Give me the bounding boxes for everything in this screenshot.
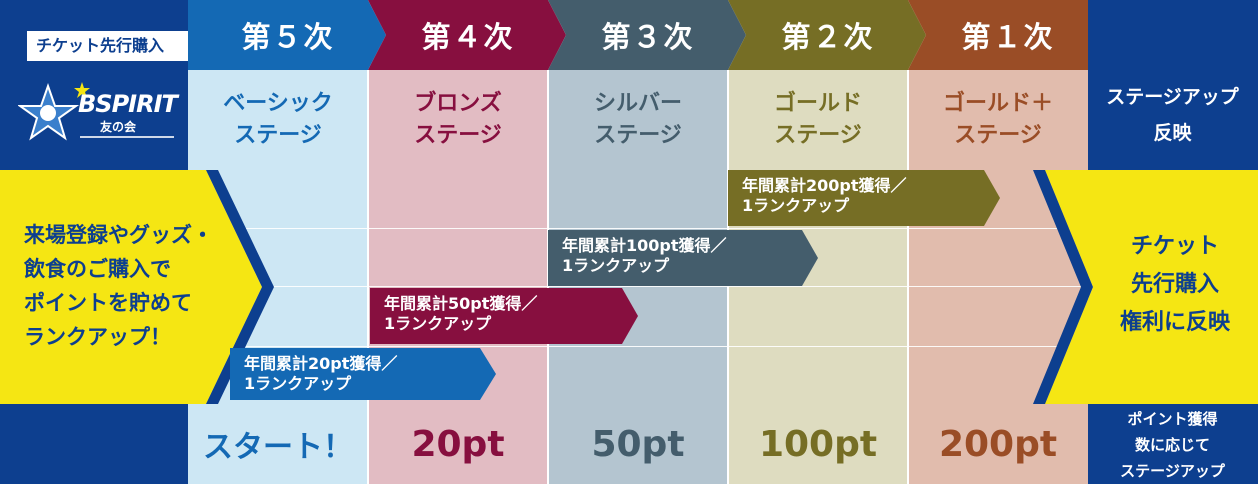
tier-stage-2: ゴールドステージ: [728, 70, 908, 170]
right-message: チケット 先行購入 権利に反映: [1100, 228, 1250, 342]
logo-sub-text: 友の会: [100, 120, 137, 134]
right-footer-text: ポイント獲得 数に応じて ステージアップ: [1087, 404, 1258, 484]
tier-stage-line2: ステージ: [234, 123, 322, 148]
tier-stage-line1: ゴールド＋: [942, 91, 1053, 116]
tier-separator: [367, 70, 369, 484]
progress-arrow-label-4: 年間累計200pt獲得／ 1ランクアップ: [742, 176, 907, 215]
right-header-line1: ステージアップ: [1106, 86, 1239, 108]
tier-header-bg-4: [368, 0, 566, 70]
left-footer-panel: [0, 404, 188, 484]
tier-rank-4: 第４次: [421, 20, 515, 54]
tier-header-bg-2: [728, 0, 926, 70]
tier-stage-line1: ブロンズ: [414, 91, 502, 116]
right-footer-line1: ポイント獲得: [1127, 410, 1218, 428]
progress-arrow-4: [728, 170, 1000, 226]
tier-stage-line2: ステージ: [414, 123, 502, 148]
tier-rank-3: 第３次: [601, 20, 695, 54]
tier-stage-3: シルバーステージ: [548, 70, 728, 170]
progress-arrow-label-1: 年間累計20pt獲得／ 1ランクアップ: [244, 354, 398, 393]
star-icon: [18, 82, 90, 141]
bspirit-logo: BSPIRIT 友の会: [18, 80, 178, 150]
right-footer-line2: 数に応じて: [1134, 436, 1210, 454]
right-footer-line3: ステージアップ: [1120, 462, 1225, 480]
tier-header-bg-3: [548, 0, 746, 70]
tier-header-bg-5: [188, 0, 386, 70]
progress-arrow-3: [548, 230, 818, 286]
right-header-line2: 反映: [1153, 122, 1192, 144]
tier-bottom-5: スタート！: [188, 404, 368, 484]
left-message-line4: ランクアップ！: [24, 325, 171, 349]
right-footer-panel: [1087, 404, 1258, 484]
right-message-line1: チケット: [1130, 234, 1219, 259]
right-header-panel: [1087, 0, 1258, 170]
ticket-label-text: チケット先行購入: [36, 36, 165, 55]
grid-line: [188, 346, 1088, 347]
tier-rank-1: 第１次: [961, 20, 1055, 54]
tier-separator: [907, 70, 909, 484]
tier-bottom-4: 20pt: [368, 404, 548, 484]
right-header-text: ステージアップ 反映: [1087, 75, 1258, 155]
yellow-band: [0, 170, 1258, 404]
tier-rank-2: 第２次: [781, 20, 875, 54]
left-message-line3: ポイントを貯めて: [24, 291, 192, 315]
ticket-label-box: チケット先行購入: [26, 30, 206, 62]
progress-arrow-2: [370, 288, 638, 344]
right-message-line2: 先行購入: [1130, 272, 1219, 297]
tier-stage-line2: ステージ: [954, 123, 1042, 148]
progress-arrow-1: [230, 348, 496, 400]
grid-line: [188, 228, 1088, 229]
left-message-line1: 来場登録やグッズ・: [24, 223, 213, 247]
left-message-line2: 飲食のご購入で: [24, 257, 171, 281]
tier-bottom-1: 200pt: [908, 404, 1088, 484]
tier-stage-5: ベーシックステージ: [188, 70, 368, 170]
logo-underline: [80, 136, 174, 138]
tier-header-bg-1: [908, 0, 1088, 70]
right-message-line3: 権利に反映: [1119, 310, 1230, 335]
tier-stage-line1: ゴールド: [773, 91, 862, 116]
left-message: 来場登録やグッズ・ 飲食のご購入で ポイントを貯めて ランクアップ！: [24, 218, 254, 354]
tier-rank-5: 第５次: [241, 20, 335, 54]
left-header-panel: [0, 0, 188, 170]
logo-brand-text: BSPIRIT: [78, 90, 178, 118]
progress-arrow-label-3: 年間累計100pt獲得／ 1ランクアップ: [562, 236, 727, 275]
grid-line: [188, 286, 1088, 287]
tier-bottom-2: 100pt: [728, 404, 908, 484]
tier-stage-line2: ステージ: [774, 123, 862, 148]
tier-stage-4: ブロンズステージ: [368, 70, 548, 170]
tier-stage-line2: ステージ: [594, 123, 682, 148]
tier-stage-1: ゴールド＋ ステージ: [908, 70, 1088, 170]
tier-stage-line1: シルバー: [593, 91, 682, 116]
tier-stage-line1: ベーシック: [223, 91, 333, 116]
progress-arrow-label-2: 年間累計50pt獲得／ 1ランクアップ: [384, 294, 538, 333]
tier-bottom-3: 50pt: [548, 404, 728, 484]
tier-body-3: [548, 170, 728, 404]
